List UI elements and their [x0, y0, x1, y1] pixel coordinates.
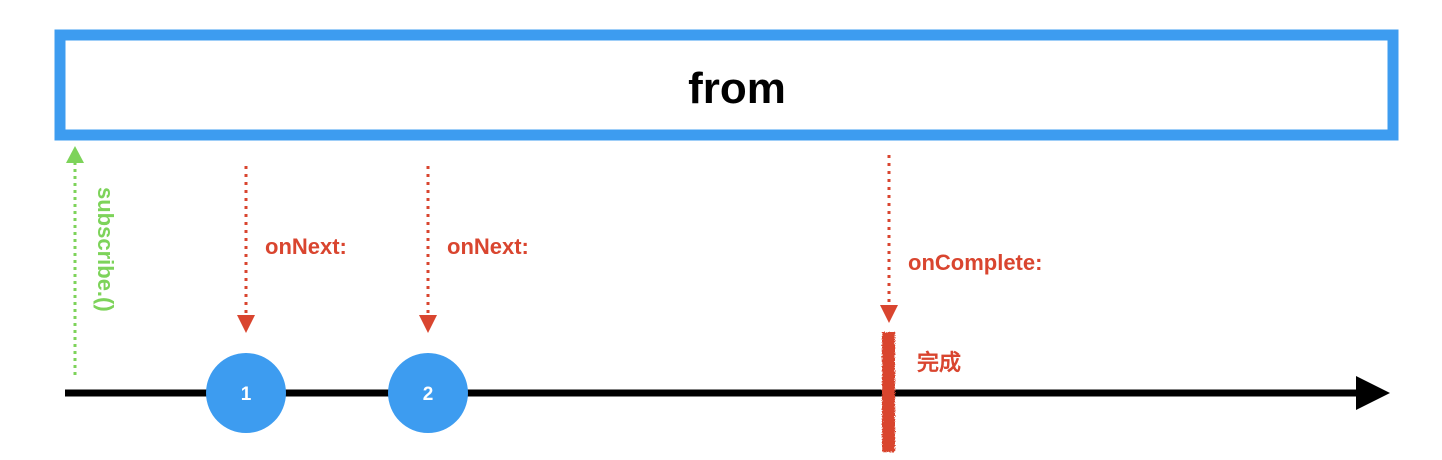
on-next-arrow-1-head — [237, 315, 255, 333]
subscribe-label: subscribe.() — [93, 187, 118, 312]
on-next-arrow-2-head — [419, 315, 437, 333]
on-next-label-1: onNext: — [265, 234, 347, 259]
subscribe-arrow-head — [66, 146, 84, 163]
marble-1: 1 — [206, 353, 286, 433]
completion-marker — [882, 332, 895, 452]
operator-box-frame — [54, 29, 1399, 141]
timeline-arrow-head — [1356, 376, 1390, 410]
on-complete-label: onComplete: — [908, 250, 1042, 275]
operator-title: from — [688, 64, 786, 113]
subscribe-arrow — [66, 146, 84, 375]
on-next-arrow-2 — [419, 166, 437, 333]
on-next-label-2: onNext: — [447, 234, 529, 259]
on-next-arrow-1 — [237, 166, 255, 333]
operator-box: from — [54, 29, 1399, 141]
marble-2: 2 — [388, 353, 468, 433]
marble-1-value: 1 — [241, 384, 252, 405]
on-complete-arrow — [880, 155, 898, 323]
marble-2-value: 2 — [423, 384, 434, 405]
completion-caption: 完成 — [917, 350, 961, 376]
marble-1-circle — [206, 353, 286, 433]
on-complete-arrow-head — [880, 305, 898, 323]
marble-2-circle — [388, 353, 468, 433]
